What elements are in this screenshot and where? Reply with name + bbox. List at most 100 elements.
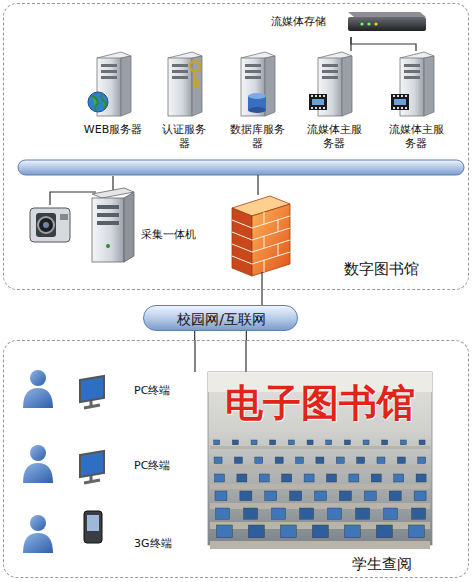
user-icon-part xyxy=(30,515,46,531)
network-tube: 校园网/互联网 xyxy=(143,305,298,331)
server-icon xyxy=(168,52,202,116)
photo-monitor-row-part xyxy=(344,440,350,445)
node-label: WEB服务器 xyxy=(81,123,145,137)
photo-monitor-row-part xyxy=(210,465,430,469)
server-icon-part xyxy=(101,64,117,67)
photo-monitor-row-part xyxy=(363,440,369,445)
photo-monitor-row-part xyxy=(216,508,230,519)
firewall-part xyxy=(261,272,262,305)
photo-monitor-row-part xyxy=(232,440,238,445)
monitor-icon xyxy=(80,376,104,408)
capture-device-part xyxy=(50,192,96,205)
photo-monitor-row-part xyxy=(215,491,227,501)
user-icon xyxy=(23,515,53,553)
server-icon-part xyxy=(397,107,399,109)
server-icon-part xyxy=(168,58,192,116)
server-icon-part xyxy=(245,70,261,73)
network-wire-part xyxy=(195,340,246,372)
user-icon-part xyxy=(30,370,46,386)
monitor-icon-part xyxy=(80,451,104,477)
photo-monitor-row-part xyxy=(300,508,314,519)
capture-device-part xyxy=(38,217,54,233)
firewall-part xyxy=(232,208,252,276)
network-bus-part xyxy=(18,160,464,175)
photo-monitor-row xyxy=(210,491,430,509)
photo-monitor-row-part xyxy=(316,457,324,463)
photo-monitor-row xyxy=(210,440,430,449)
user-icon xyxy=(23,445,53,483)
zone-group: PC终端PC终端3G终端学生查阅 xyxy=(3,340,469,578)
server-icon-part xyxy=(405,107,407,109)
photo-monitor-row-part xyxy=(371,474,381,482)
user-terminals xyxy=(23,370,104,553)
device-node: WEB服务器 xyxy=(81,51,145,151)
capture-device-part xyxy=(43,222,49,228)
photo-monitor-row-part xyxy=(280,525,296,538)
capture-device-part xyxy=(30,208,70,242)
server-icon-part xyxy=(248,107,266,113)
capture-device xyxy=(30,176,134,262)
server-icon-part xyxy=(92,94,106,111)
server-icons xyxy=(88,52,434,116)
node-label: 流媒体主服务器 xyxy=(304,123,364,152)
photo-monitor-row-part xyxy=(259,474,269,482)
photo-sign-text: 电子图书馆 xyxy=(212,378,428,429)
firewall-part xyxy=(257,175,258,195)
server-icon-part xyxy=(322,76,338,79)
network-wire xyxy=(195,340,246,372)
photo-monitor-row-part xyxy=(210,446,430,449)
library-photo xyxy=(208,372,432,549)
node-label: 3G终端 xyxy=(134,537,194,551)
photo-monitor-row-part xyxy=(356,508,370,519)
server-icon-part xyxy=(319,107,321,109)
photo-monitor-row-part xyxy=(357,457,365,463)
device-node: 认证服务器 xyxy=(159,51,209,151)
server-icon-part xyxy=(172,64,188,67)
device-node: 采集一体机 xyxy=(26,183,216,273)
photo-monitor-row-part xyxy=(349,474,359,482)
server-icon-part xyxy=(424,56,434,116)
capture-device-part xyxy=(124,192,134,262)
server-icon xyxy=(309,52,352,116)
server-icon-part xyxy=(88,92,108,112)
server-icon-part xyxy=(172,70,188,73)
server-icon-part xyxy=(404,64,420,67)
photo-monitor-row-part xyxy=(414,491,426,501)
photo-monitor-row-part xyxy=(344,525,360,538)
server-icon-part xyxy=(101,76,117,79)
photo-monitor-row-part xyxy=(339,491,351,501)
photo-monitor-row-part xyxy=(290,491,302,501)
user-icon-part xyxy=(23,463,53,483)
server-icon xyxy=(391,52,434,116)
user-icon-part xyxy=(23,533,53,553)
node-label: 流媒体存储 xyxy=(271,15,347,29)
storage-device-part xyxy=(360,22,363,25)
user-icon-part xyxy=(23,388,53,408)
server-icon-part xyxy=(323,107,325,109)
server-icon-part xyxy=(309,94,327,110)
photo-monitor-row-part xyxy=(265,491,277,501)
photo-monitor-row-part xyxy=(240,491,252,501)
node-label: 流媒体主服务器 xyxy=(386,123,446,152)
photo-monitor-row-part xyxy=(389,491,401,501)
server-icon-part xyxy=(397,95,399,97)
photo-monitor-row-part xyxy=(210,541,430,549)
capture-device-part xyxy=(97,221,119,225)
server-icon xyxy=(88,52,131,116)
node-label: 采集一体机 xyxy=(141,228,216,242)
server-icon-part xyxy=(404,76,420,79)
node-label: PC终端 xyxy=(134,459,194,473)
photo-monitor-row-part xyxy=(408,525,424,538)
storage-device-part xyxy=(348,17,426,31)
network-link xyxy=(246,331,247,340)
node-label: 数据库服务器 xyxy=(229,123,285,152)
photo-monitor-row-part xyxy=(251,440,257,445)
server-icon-part xyxy=(401,95,403,97)
capture-device-part xyxy=(106,244,110,248)
server-icon-part xyxy=(311,95,313,97)
user-icon xyxy=(23,370,53,408)
photo-monitor-row-part xyxy=(312,525,328,538)
photo-monitor-row-part xyxy=(377,457,385,463)
